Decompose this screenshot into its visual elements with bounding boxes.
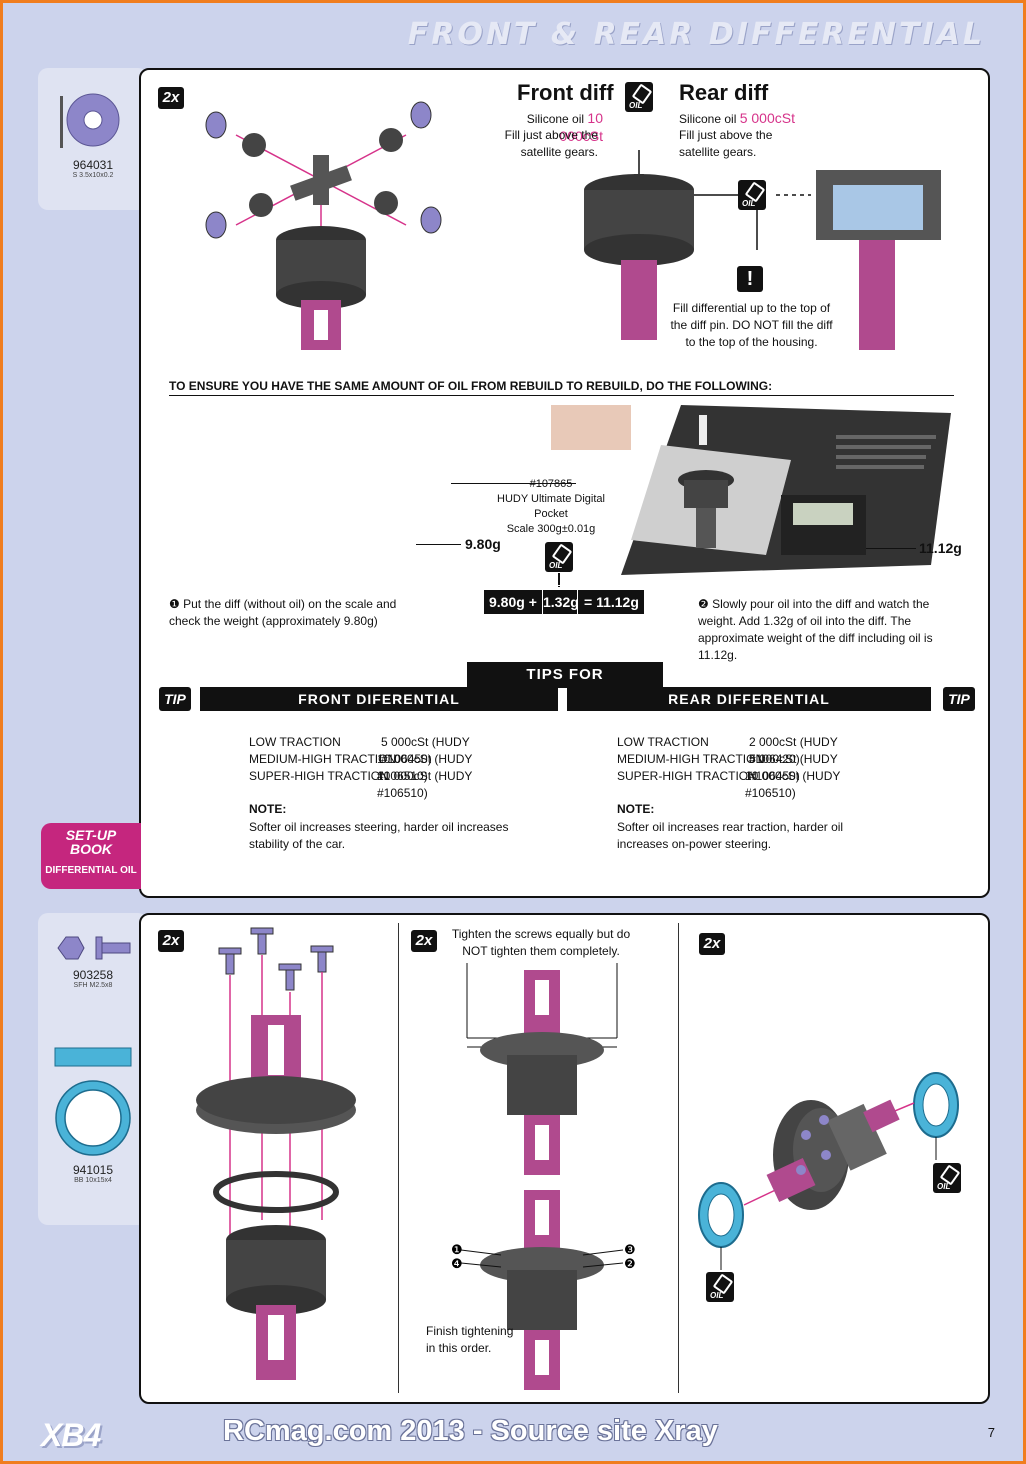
order-mark-2: ❷ [624, 1256, 636, 1271]
front-diff-title: Front diff [517, 80, 614, 105]
weight-sum-bar: 9.80g + 1.32g = 11.12g [484, 585, 644, 617]
gear-assembly-illustration [196, 927, 356, 1380]
bearing-icon [54, 1047, 132, 1156]
digital-scale-photo [551, 405, 951, 575]
order-mark-1: ❶ [451, 1242, 463, 1257]
scale-leader-line [451, 483, 576, 484]
panel-divider [398, 923, 399, 1393]
part-code: 941015 [72, 1163, 114, 1177]
parts-panel-top: 964031 S 3.5x10x0.2 [38, 68, 148, 210]
finish-note: Finish tightening in this order. [426, 1324, 514, 1355]
rear-diff-oil: Silicone oil 5 000cSt [679, 110, 795, 128]
scale-spec: Scale 300g±0.01g [506, 523, 596, 535]
screw-icon [57, 936, 131, 960]
rear-note-text: Softer oil increases rear traction, hard… [617, 820, 844, 851]
step-frame-top: 2x Front diff Silicone oil 10 000cSt [139, 68, 990, 898]
rear-diff-note: Fill just above the satellite gears. [679, 128, 773, 159]
sum-part-b: 1.32g [542, 585, 579, 617]
weight-empty: 9.80g [465, 536, 501, 552]
warning-icon: ! [737, 266, 763, 292]
tip-badge: TIP [159, 687, 191, 711]
tighten-note: Tighten the screws equally but do NOT ti… [451, 927, 631, 958]
step-frame-bottom: 2x 2x 2x Tighten the scr [139, 913, 990, 1404]
oil-icon: OIL [706, 1272, 734, 1302]
oil-arrow [558, 573, 560, 587]
rear-oil-value: 5 000cSt [739, 110, 795, 126]
part-spec: BB 10x15x4 [74, 1177, 112, 1184]
full-weight-line [866, 548, 916, 549]
setup-book-line2: BOOK [70, 841, 112, 857]
quantity-badge: 2x [411, 930, 437, 952]
oil-icon: OIL [625, 82, 653, 112]
fill-warning-text: Fill differential up to the top of the d… [670, 301, 833, 349]
page-title: FRONT & REAR DIFFERENTIAL [407, 17, 985, 52]
weight-full: 11.12g [919, 540, 962, 556]
front-diff-note: Fill just above the satellite gears. [504, 128, 598, 159]
setup-book-sub: DIFFERENTIAL OIL [45, 865, 137, 876]
diff-case-illustration [584, 150, 941, 350]
setup-book-line1: SET-UP [65, 827, 117, 843]
rear-oil-prefix: Silicone oil [679, 112, 737, 126]
front-diff-tips-header: FRONT DIFERENTIAL [200, 687, 558, 711]
shim-icon [60, 93, 120, 148]
front-oil-prefix: Silicone oil [526, 112, 585, 126]
tightening-illustration [460, 963, 624, 1390]
oil-icon: OIL [738, 180, 766, 210]
quantity-badge: 2x [158, 930, 184, 952]
setup-book-badge: SET-UP BOOK DIFFERENTIAL OIL [41, 823, 141, 889]
front-oil-value: 10 000cSt [559, 110, 603, 144]
part-code: 964031 [72, 158, 114, 172]
quantity-badge: 2x [699, 933, 725, 955]
oil-icon: OIL [933, 1163, 961, 1193]
front-diff-oil: Silicone oil 10 000cSt [493, 110, 603, 146]
panel-divider [678, 923, 679, 1393]
page-number: 7 [987, 1425, 995, 1440]
heading-rule [169, 395, 954, 396]
oil-icon: OIL [545, 542, 573, 572]
part-spec: S 3.5x10x0.2 [72, 172, 114, 179]
tips-title: TIPS FOR DIFFERENTIALS [467, 662, 663, 709]
empty-weight-line [416, 544, 461, 545]
front-note-text: Softer oil increases steering, harder oi… [249, 820, 509, 851]
part-code: 903258 [72, 968, 114, 982]
bearing-install-illustration [698, 1072, 959, 1270]
order-mark-3: ❸ [624, 1242, 636, 1257]
step2-text: ❷ Slowly pour oil into the diff and watc… [698, 597, 933, 662]
scale-code: #107865 [529, 478, 573, 490]
scale-name: HUDY Ultimate Digital Pocket [497, 493, 605, 520]
rear-note-label: NOTE: [617, 802, 655, 816]
order-mark-4: ❹ [451, 1256, 463, 1271]
brand-logo: XB4 [41, 1417, 101, 1453]
front-note-label: NOTE: [249, 802, 287, 816]
scale-label: #107865 HUDY Ultimate Digital Pocket Sca… [481, 477, 621, 537]
sum-part-a: 9.80g + [489, 594, 537, 610]
diff-exploded-illustration [205, 101, 442, 350]
rear-diff-title: Rear diff [679, 80, 769, 105]
sum-part-c: = 11.12g [584, 594, 639, 610]
tip-badge: TIP [943, 687, 975, 711]
quantity-badge: 2x [158, 87, 184, 109]
rear-diff-tips-header: REAR DIFFERENTIAL [567, 687, 931, 711]
parts-panel-bottom: 903258 SFH M2.5x8 941015 BB 10x15x4 [38, 913, 148, 1225]
ensure-heading: TO ENSURE YOU HAVE THE SAME AMOUNT OF OI… [169, 379, 773, 393]
source-watermark: RCmag.com 2013 - Source site Xray [223, 1415, 718, 1447]
step1-text: ❶ Put the diff (without oil) on the scal… [169, 597, 397, 628]
part-spec: SFH M2.5x8 [73, 982, 113, 989]
